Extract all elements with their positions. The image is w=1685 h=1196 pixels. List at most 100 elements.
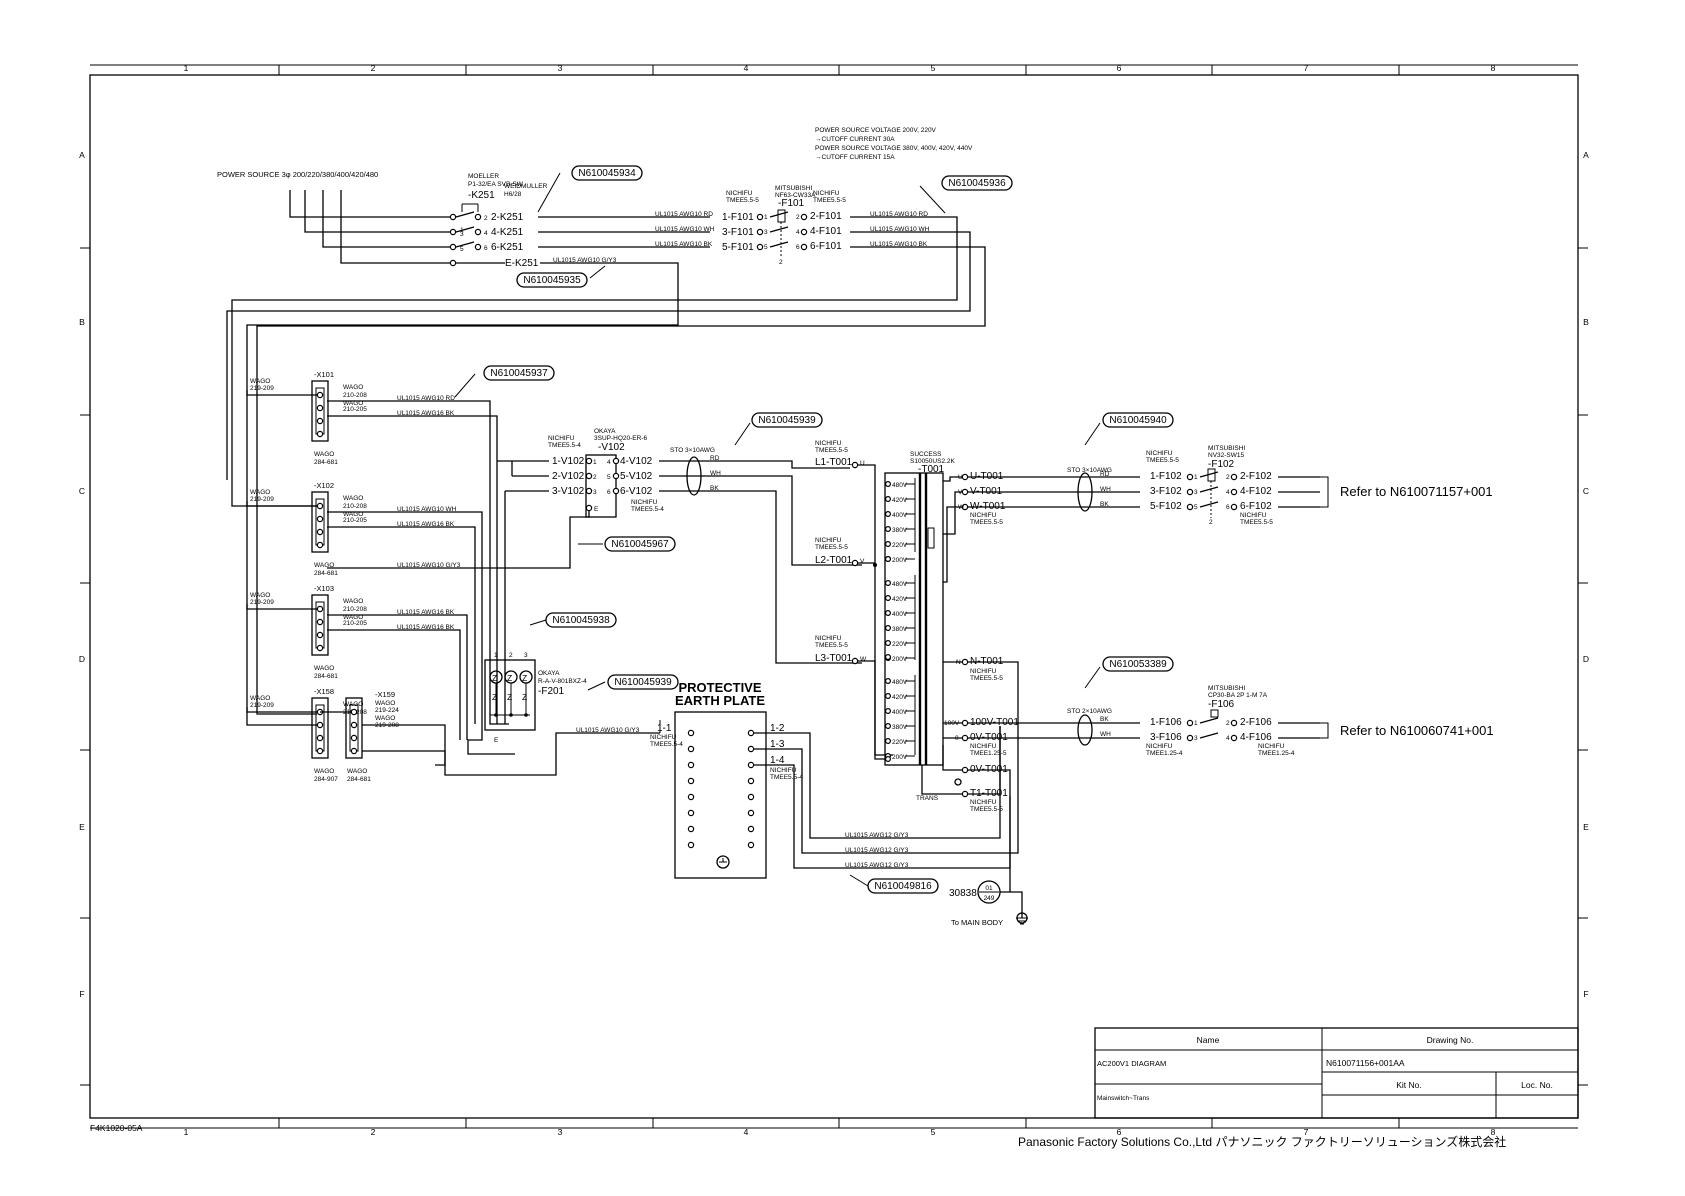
svg-text:4-F102: 4-F102 xyxy=(1240,486,1272,497)
power-source-label: POWER SOURCE 3φ 200/220/380/400/420/480 xyxy=(217,170,378,179)
svg-text:4-F106: 4-F106 xyxy=(1240,732,1272,743)
svg-text:4-V102: 4-V102 xyxy=(620,456,653,467)
title-name-line2: Mainswitch~Trans xyxy=(1097,1095,1150,1102)
column-marker-top: 6 xyxy=(1117,63,1122,73)
transformer-tap: 380V xyxy=(892,626,908,633)
svg-text:N610045937: N610045937 xyxy=(490,368,548,379)
svg-text:4-K251: 4-K251 xyxy=(491,227,524,238)
svg-text:WH: WH xyxy=(1100,731,1111,738)
wire-tag-n610045938: N610045938 xyxy=(529,612,617,628)
svg-text:N610045940: N610045940 xyxy=(1109,415,1167,426)
svg-text:01: 01 xyxy=(985,885,993,892)
svg-text:-X102: -X102 xyxy=(314,481,334,490)
svg-text:1-F102: 1-F102 xyxy=(1150,471,1182,482)
svg-text:219-209: 219-209 xyxy=(250,599,274,606)
svg-text:3-F102: 3-F102 xyxy=(1150,486,1182,497)
title-name-header: Name xyxy=(1197,1035,1220,1045)
svg-text:POWER SOURCE VOLTAGE 200V, 220: POWER SOURCE VOLTAGE 200V, 220V xyxy=(815,127,937,134)
svg-text:BK: BK xyxy=(1100,716,1109,723)
svg-text:1-1: 1-1 xyxy=(657,723,672,734)
svg-text:TRANS: TRANS xyxy=(916,795,939,802)
column-marker-bottom: 7 xyxy=(1304,1127,1309,1137)
title-kit-header: Kit No. xyxy=(1396,1080,1422,1090)
svg-text:1: 1 xyxy=(764,214,768,221)
column-marker-bottom: 5 xyxy=(931,1127,936,1137)
svg-text:Z: Z xyxy=(507,692,512,702)
svg-text:-F102: -F102 xyxy=(1208,459,1235,470)
transformer-tap: 480V xyxy=(892,679,908,686)
svg-text:UL1015 AWG12 G/Y3: UL1015 AWG12 G/Y3 xyxy=(845,832,909,839)
svg-text:NICHIFU: NICHIFU xyxy=(813,190,840,197)
svg-text:Z: Z xyxy=(522,692,527,702)
svg-text:STO 2×10AWG: STO 2×10AWG xyxy=(1067,708,1112,715)
svg-text:284-681: 284-681 xyxy=(314,673,338,680)
svg-text:NV32-SW15: NV32-SW15 xyxy=(1208,452,1245,459)
svg-text:2: 2 xyxy=(484,215,488,222)
svg-text:NICHIFU: NICHIFU xyxy=(815,440,842,447)
svg-text:NICHIFU: NICHIFU xyxy=(815,537,842,544)
svg-text:PROTECTIVE: PROTECTIVE xyxy=(678,680,761,695)
svg-text:WEIDMULLER: WEIDMULLER xyxy=(504,183,548,190)
svg-text:-F101: -F101 xyxy=(778,198,805,209)
power-source-notes: POWER SOURCE VOLTAGE 200V, 220V →CUTOFF … xyxy=(815,127,973,161)
svg-text:6-V102: 6-V102 xyxy=(620,486,653,497)
svg-text:210-208: 210-208 xyxy=(343,503,367,510)
svg-text:U: U xyxy=(860,460,865,467)
svg-text:R-A-V-801BXZ-4: R-A-V-801BXZ-4 xyxy=(538,678,587,685)
f102-input-wires: STO 3×10AWG RD WH BK xyxy=(968,467,1140,512)
svg-text:OKAYA: OKAYA xyxy=(594,428,616,435)
svg-text:STO 3×10AWG: STO 3×10AWG xyxy=(670,447,715,454)
column-marker-top: 1 xyxy=(184,63,189,73)
svg-text:3-F106: 3-F106 xyxy=(1150,732,1182,743)
protective-earth-plate: PROTECTIVE EARTH PLATE 1-1 NICHIFU TMEE5… xyxy=(576,680,803,879)
column-marker-bottom: 3 xyxy=(558,1127,563,1137)
svg-text:WAGO: WAGO xyxy=(314,768,334,775)
svg-text:UL1015 AWG12 G/Y3: UL1015 AWG12 G/Y3 xyxy=(845,862,909,869)
row-marker-left: E xyxy=(79,822,85,832)
svg-text:3-V102: 3-V102 xyxy=(552,486,585,497)
svg-text:3: 3 xyxy=(524,652,528,659)
svg-text:1-4: 1-4 xyxy=(770,755,785,766)
svg-text:5-F102: 5-F102 xyxy=(1150,501,1182,512)
transformer-tap: 480V xyxy=(892,482,908,489)
svg-text:3: 3 xyxy=(460,231,464,238)
svg-text:STO 3×10AWG: STO 3×10AWG xyxy=(1067,467,1112,474)
svg-text:MITSUBISHI: MITSUBISHI xyxy=(1208,445,1245,452)
row-marker-left: A xyxy=(79,150,85,160)
svg-text:2: 2 xyxy=(796,214,800,221)
svg-text:6-F102: 6-F102 xyxy=(1240,501,1272,512)
svg-text:1: 1 xyxy=(593,459,597,466)
svg-text:2-K251: 2-K251 xyxy=(491,212,524,223)
svg-text:3-F101: 3-F101 xyxy=(722,227,754,238)
svg-text:2: 2 xyxy=(1209,519,1213,526)
svg-text:NF63-CW33A: NF63-CW33A xyxy=(775,192,816,199)
svg-text:30838: 30838 xyxy=(949,888,977,899)
svg-text:WAGO: WAGO xyxy=(375,715,395,722)
transformer-tap: 200V xyxy=(892,557,908,564)
svg-text:NICHIFU: NICHIFU xyxy=(970,799,997,806)
svg-text:284-681: 284-681 xyxy=(347,776,371,783)
svg-text:N610053389: N610053389 xyxy=(1109,659,1167,670)
svg-text:WAGO: WAGO xyxy=(250,592,270,599)
row-marker-right: F xyxy=(1583,989,1588,999)
transformer-output-terminals: U V W U-T001 V-T001 W-T001 NICHIFU TMEE5… xyxy=(921,471,1019,813)
svg-text:284-681: 284-681 xyxy=(314,459,338,466)
column-marker-bottom: 4 xyxy=(744,1127,749,1137)
row-marker-right: A xyxy=(1583,150,1589,160)
power-source-feeders xyxy=(289,190,450,264)
svg-text:TMEE5.5-4: TMEE5.5-4 xyxy=(548,442,581,449)
svg-text:-X158: -X158 xyxy=(314,687,334,696)
svg-text:TMEE5.5-5: TMEE5.5-5 xyxy=(970,675,1003,682)
svg-text:NICHIFU: NICHIFU xyxy=(1258,743,1285,750)
breaker-f101: NICHIFU TMEE5.5-5 MITSUBISHI NF63-CW33A … xyxy=(722,185,846,266)
svg-text:NICHIFU: NICHIFU xyxy=(631,499,658,506)
svg-text:1-F101: 1-F101 xyxy=(722,212,754,223)
svg-text:210-208: 210-208 xyxy=(343,606,367,613)
svg-text:UL1015 AWG10 G/Y3: UL1015 AWG10 G/Y3 xyxy=(553,257,617,264)
svg-text:TMEE1.25-4: TMEE1.25-4 xyxy=(1258,750,1295,757)
svg-text:WH: WH xyxy=(1100,486,1111,493)
svg-text:N610045939: N610045939 xyxy=(758,415,816,426)
svg-text:Z: Z xyxy=(507,673,512,683)
svg-text:WAGO: WAGO xyxy=(343,511,363,518)
